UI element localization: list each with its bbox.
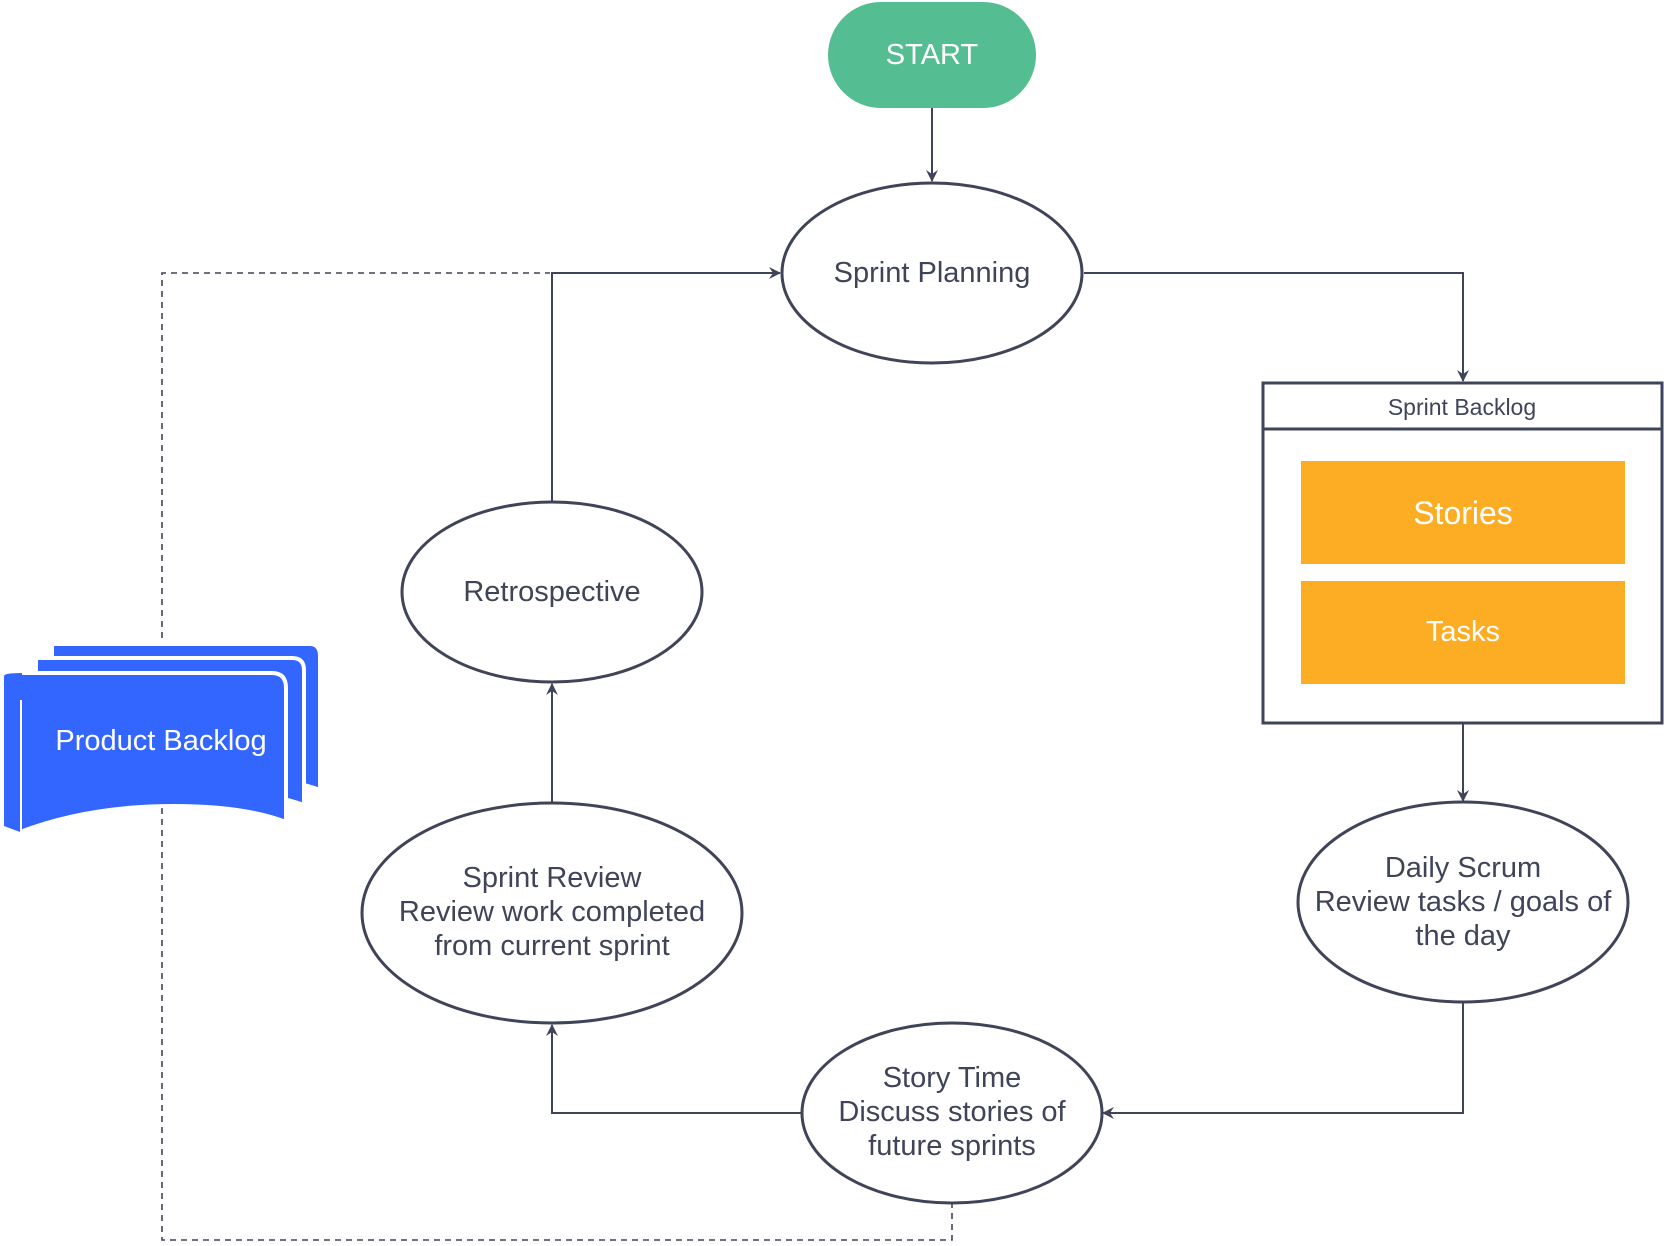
tasks-label: Tasks: [1426, 616, 1500, 648]
edge-storytime-to-review: [546, 1024, 802, 1114]
sprint-review-line-1: Sprint Review: [463, 862, 643, 894]
tasks-box: [1301, 581, 1625, 684]
story-time-node: Story Time Discuss stories of future spr…: [800, 1021, 1104, 1205]
start-label: START: [886, 39, 979, 71]
retrospective-node: Retrospective: [400, 500, 704, 684]
stories-label: Stories: [1413, 495, 1513, 531]
daily-scrum-line-1: Daily Scrum: [1385, 852, 1541, 884]
sprint-review-line-2: Review work completed: [399, 896, 705, 928]
start-node: START: [828, 2, 1036, 108]
sprint-backlog-title: Sprint Backlog: [1388, 394, 1536, 420]
edge-planning-to-backlog: [1084, 272, 1469, 382]
sprint-review-line-3: from current sprint: [434, 930, 669, 962]
edge-retrospective-to-planning: [551, 267, 781, 502]
sprint-backlog-container: Sprint Backlog Stories Tasks: [1261, 381, 1664, 725]
story-time-line-1: Story Time: [883, 1062, 1022, 1094]
product-backlog-label: Product Backlog: [55, 725, 266, 757]
sprint-review-node: Sprint Review Review work completed from…: [360, 801, 744, 1025]
edge-storytime-to-planning-dashed: [161, 272, 953, 1241]
edge-dailyscrum-to-storytime: [1102, 1002, 1464, 1119]
story-time-line-2: Discuss stories of: [838, 1096, 1066, 1128]
sprint-planning-node: Sprint Planning: [780, 181, 1084, 365]
daily-scrum-line-3: the day: [1415, 920, 1511, 952]
sprint-planning-label: Sprint Planning: [834, 257, 1031, 289]
stories-box: [1301, 461, 1625, 564]
daily-scrum-line-2: Review tasks / goals of: [1315, 886, 1613, 918]
story-time-line-3: future sprints: [868, 1130, 1036, 1162]
retrospective-label: Retrospective: [463, 576, 640, 608]
daily-scrum-node: Daily Scrum Review tasks / goals of the …: [1296, 800, 1630, 1004]
product-backlog-node: Product Backlog: [4, 641, 322, 835]
